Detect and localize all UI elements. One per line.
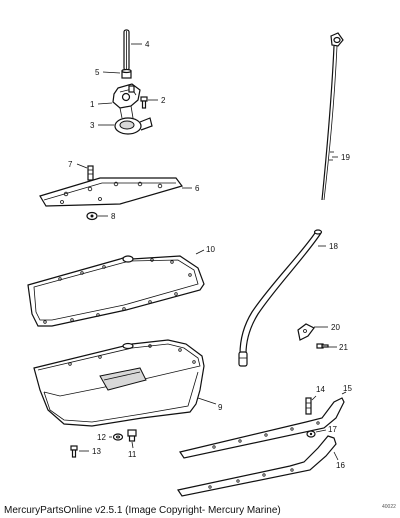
callout-3: 3 — [90, 121, 95, 130]
callout-21: 21 — [339, 343, 348, 352]
callout-9: 9 — [218, 403, 223, 412]
callout-2: 2 — [161, 96, 166, 105]
part-7-stud — [87, 165, 94, 181]
part-21-screw — [316, 343, 329, 349]
part-17-nut — [306, 430, 316, 438]
callout-13: 13 — [92, 447, 101, 456]
part-16-side-gasket — [177, 435, 337, 497]
callout-7: 7 — [68, 160, 73, 169]
figure-reference-number: 40022 — [382, 504, 396, 510]
callout-6: 6 — [195, 184, 200, 193]
part-5-bushing — [121, 68, 132, 79]
part-9-oil-pan — [33, 339, 205, 427]
image-copyright-caption: MercuryPartsOnline v2.5.1 (Image Copyrig… — [4, 505, 281, 516]
callout-17: 17 — [328, 425, 337, 434]
callout-16: 16 — [336, 461, 345, 470]
part-10-oil-pan-gasket — [27, 255, 205, 327]
part-6-windage-plate — [39, 177, 184, 207]
part-1-oil-pump — [112, 83, 141, 109]
part-12-washer — [112, 433, 124, 441]
callout-10: 10 — [206, 245, 215, 254]
callout-4: 4 — [145, 40, 150, 49]
part-11-drain-plug — [127, 429, 137, 442]
part-2-screw — [140, 96, 148, 109]
callout-14: 14 — [316, 385, 325, 394]
part-18-dipstick-tube — [238, 229, 323, 367]
callout-8: 8 — [111, 212, 116, 221]
callout-5: 5 — [95, 68, 100, 77]
part-13-bolt — [70, 445, 78, 458]
part-15-side-gasket — [179, 397, 345, 459]
part-14-stud — [305, 397, 312, 415]
part-19-dipstick — [321, 32, 344, 201]
part-4-pickup-tube — [123, 29, 130, 71]
part-3-pickup-screen — [114, 105, 153, 135]
callout-11: 11 — [128, 450, 137, 459]
callout-15: 15 — [343, 384, 352, 393]
callout-18: 18 — [329, 242, 338, 251]
callout-1: 1 — [90, 100, 95, 109]
callout-12: 12 — [97, 433, 106, 442]
callout-20: 20 — [331, 323, 340, 332]
callout-19: 19 — [341, 153, 350, 162]
part-8-nut — [86, 211, 98, 221]
part-20-clip — [297, 323, 315, 341]
